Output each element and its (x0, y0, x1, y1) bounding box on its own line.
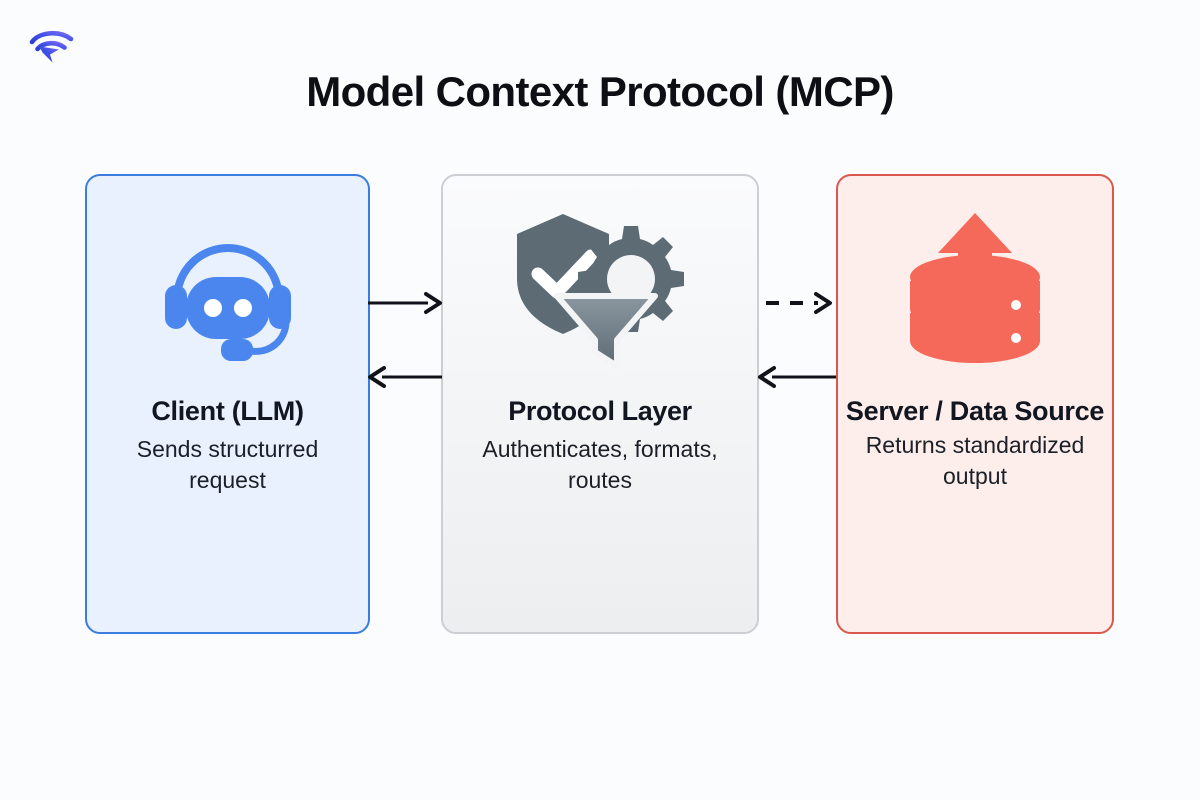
shield-gear-funnel-icon (517, 213, 684, 369)
card-server-title: Server / Data Source (846, 396, 1104, 426)
card-client-title: Client (LLM) (151, 396, 304, 426)
card-client-description: Sends structurred request (136, 436, 319, 493)
client-icon-wrap (87, 176, 368, 396)
page-title: Model Context Protocol (MCP) (306, 68, 894, 115)
status-dot (1011, 300, 1021, 310)
funnel-icon (554, 292, 658, 369)
card-server[interactable]: Server / Data Source Returns standardize… (836, 174, 1114, 634)
card-server-title-line1: Server / Data Source (845, 396, 1105, 426)
arrow-client-to-protocol (368, 292, 442, 314)
card-client[interactable]: Client (LLM) Sends structurred request (85, 174, 370, 634)
card-protocol-title: Protocol Layer (508, 396, 692, 426)
database-upload-icon (910, 213, 1040, 363)
arrow-protocol-to-client (368, 366, 442, 388)
status-dot (1011, 333, 1021, 343)
arrow-protocol-to-server (766, 292, 832, 314)
chatbot-headset-icon (164, 244, 291, 361)
signal-arrow-pointer-icon (39, 46, 59, 63)
signal-arrow-logo-icon (29, 31, 74, 52)
brand-logo (26, 24, 80, 68)
card-protocol-description: Authenticates, formats, routes (482, 436, 718, 493)
card-protocol[interactable]: Protocol Layer Authenticates, formats, r… (441, 174, 759, 634)
server-icon-wrap (838, 176, 1112, 396)
arrow-server-to-protocol (758, 366, 836, 388)
card-server-description: Returns standardized output (865, 432, 1085, 489)
protocol-icon-wrap (443, 176, 757, 396)
